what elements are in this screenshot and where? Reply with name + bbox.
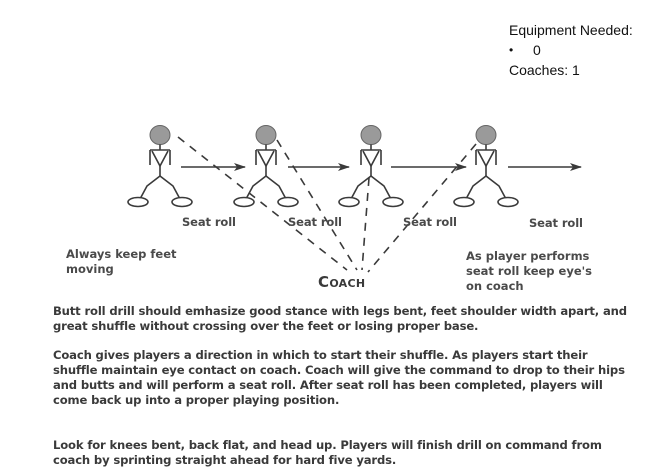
- sight-line-1: [177, 136, 348, 271]
- coach-label-rest: OACH: [329, 277, 366, 290]
- player-leg-left: [139, 175, 161, 200]
- player-foot-right: [171, 196, 193, 208]
- player-leg-right: [159, 175, 181, 200]
- seat-roll-label-2: Seat roll: [288, 215, 342, 229]
- right-note: As player performs seat roll keep eye's …: [466, 249, 593, 293]
- player-torso: [477, 150, 495, 168]
- player-head: [360, 125, 382, 145]
- equipment-info: Equipment Needed: • 0 Coaches: 1: [509, 20, 633, 80]
- seat-roll-label-4: Seat roll: [529, 216, 583, 230]
- paragraph-finish: Look for knees bent, back flat, and head…: [53, 438, 602, 467]
- player-leg-right: [370, 175, 392, 200]
- player-leg-right: [485, 175, 507, 200]
- player-head: [255, 125, 277, 145]
- player-foot-right: [382, 196, 404, 208]
- player-leg-left: [350, 175, 372, 200]
- player-figure: [453, 125, 519, 208]
- player-leg-left: [465, 175, 487, 200]
- coach-label-initial: C: [318, 273, 330, 291]
- player-foot-right: [497, 196, 519, 208]
- seat-roll-label-1: Seat roll: [182, 215, 236, 229]
- player-foot-right: [277, 196, 299, 208]
- equipment-item: • 0: [509, 40, 633, 60]
- player-torso: [362, 150, 380, 168]
- player-figure: [233, 125, 299, 208]
- player-foot-left: [338, 196, 360, 208]
- player-figure: [338, 125, 404, 208]
- sight-line-2: [276, 139, 358, 271]
- equipment-item-value: 0: [533, 42, 541, 58]
- sight-line-3: [361, 177, 370, 271]
- player-head: [149, 125, 171, 145]
- seat-roll-label-3: Seat roll: [403, 215, 457, 229]
- player-foot-left: [453, 196, 475, 208]
- player-head: [475, 125, 497, 145]
- player-torso: [257, 150, 275, 168]
- player-leg-right: [265, 175, 287, 200]
- coach-label: COACH: [318, 273, 365, 291]
- bullet-icon: •: [509, 43, 514, 57]
- left-note: Always keep feet moving: [66, 247, 177, 276]
- player-figure: [127, 125, 193, 208]
- paragraph-stance: Butt roll drill should emhasize good sta…: [53, 304, 627, 333]
- player-torso: [151, 150, 169, 168]
- player-foot-left: [127, 196, 149, 208]
- paragraph-instructions: Coach gives players a direction in which…: [53, 348, 625, 407]
- sight-line-4: [367, 143, 477, 273]
- sight-lines: [177, 136, 477, 273]
- coaches-count: Coaches: 1: [509, 62, 580, 78]
- equipment-heading: Equipment Needed:: [509, 22, 633, 38]
- drill-diagram: [127, 125, 582, 273]
- player-foot-left: [233, 196, 255, 208]
- player-leg-left: [245, 175, 267, 200]
